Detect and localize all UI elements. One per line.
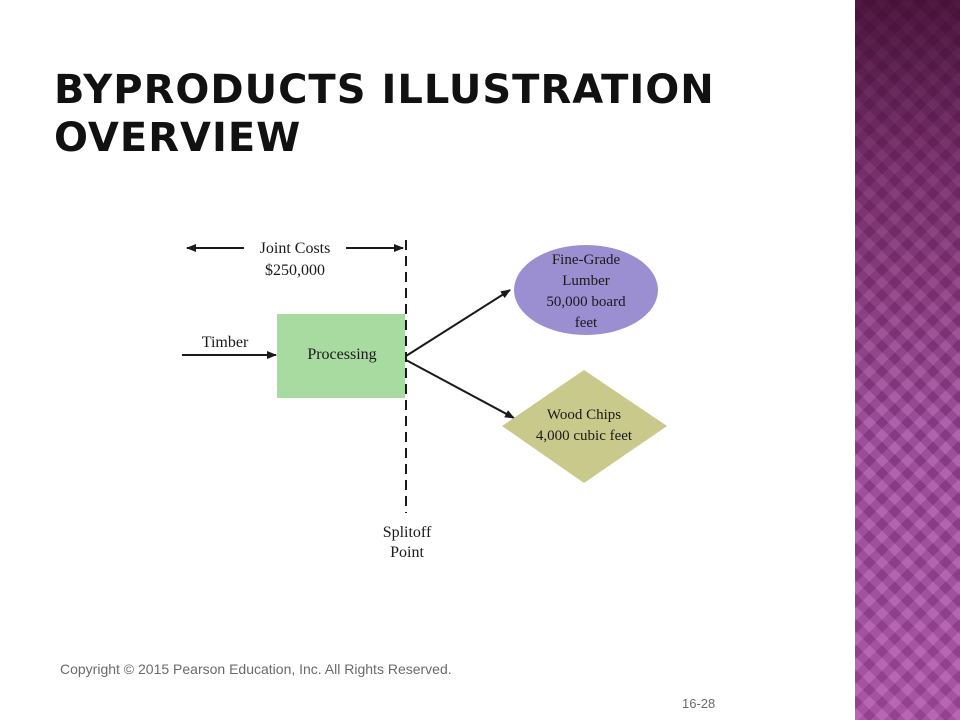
slide-title: Byproducts Illustration Overview: [54, 66, 834, 162]
main-product-line4: feet: [575, 315, 598, 331]
timber-label: Timber: [202, 334, 249, 351]
processing-box: [277, 314, 405, 398]
copyright-notice: Copyright © 2015 Pearson Education, Inc.…: [60, 661, 452, 677]
slide-title-line1: Byproducts Illustration: [54, 67, 715, 113]
splitoff-label-line2: Point: [390, 544, 424, 561]
joint-costs-label: Joint Costs: [260, 240, 331, 257]
page-number: 16-28: [682, 696, 716, 711]
joint-costs-amount: $250,000: [265, 262, 325, 279]
main-product-line2: Lumber: [562, 273, 609, 289]
decorative-side-panel: [855, 0, 960, 720]
arrow-to-byproduct: [405, 359, 515, 419]
byproduct-diamond: [502, 370, 667, 483]
splitoff-label-line1: Splitoff: [383, 524, 432, 541]
arrow-to-main-product: [405, 289, 511, 357]
byproduct-line1: Wood Chips: [547, 407, 621, 423]
byproduct-line2: 4,000 cubic feet: [536, 428, 633, 444]
processing-label: Processing: [307, 346, 376, 363]
main-product-ellipse: [514, 245, 658, 335]
main-product-line1: Fine-Grade: [552, 252, 621, 268]
slide-title-line2: Overview: [54, 115, 302, 161]
main-product-line3: 50,000 board: [546, 294, 626, 310]
